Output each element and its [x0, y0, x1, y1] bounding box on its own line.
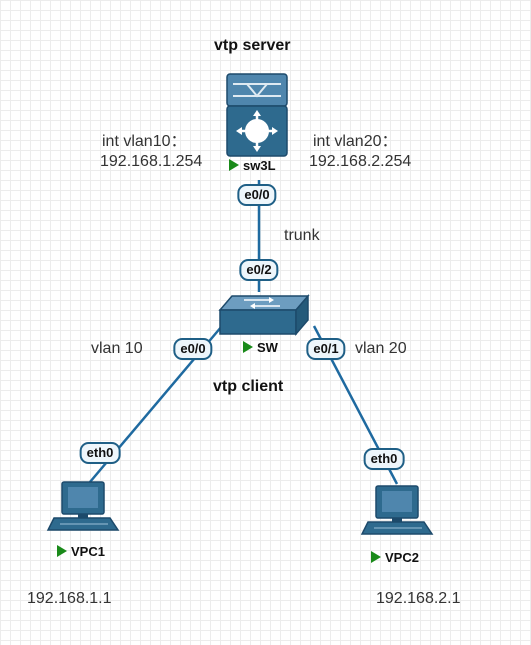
vlan20-label: vlan 20: [355, 340, 407, 357]
port-sw-e0-2[interactable]: e0/2: [239, 259, 279, 281]
port-sw3l-e0-0[interactable]: e0/0: [237, 184, 277, 206]
vtp-server-label: vtp server: [214, 37, 291, 54]
device-sw-name: SW: [257, 340, 278, 355]
port-vpc1-eth0[interactable]: eth0: [79, 442, 121, 464]
port-vpc2-eth0[interactable]: eth0: [363, 448, 405, 470]
running-status-icon: [243, 341, 253, 353]
vtp-client-label: vtp client: [213, 378, 284, 395]
vlan10-interface-label: int vlan10：: [102, 133, 187, 150]
vlan20-ip-label: 192.168.2.254: [309, 153, 412, 170]
vpc1-ip-label: 192.168.1.1: [27, 590, 112, 607]
vlan10-ip-label: 192.168.1.254: [100, 153, 203, 170]
pc-icon[interactable]: [46, 481, 120, 531]
device-sw3l-name: sw3L: [243, 158, 276, 173]
vpc2-ip-label: 192.168.2.1: [376, 590, 461, 607]
port-sw-e0-0[interactable]: e0/0: [173, 338, 213, 360]
device-sw[interactable]: SW: [243, 340, 278, 355]
running-status-icon: [229, 159, 239, 171]
running-status-icon: [371, 551, 381, 563]
port-sw-e0-1[interactable]: e0/1: [306, 338, 346, 360]
device-sw3l[interactable]: sw3L: [229, 158, 276, 173]
vlan10-label: vlan 10: [91, 340, 143, 357]
device-vpc1-name: VPC1: [71, 544, 105, 559]
device-vpc2[interactable]: VPC2: [371, 550, 419, 565]
vlan20-interface-label: int vlan20：: [313, 133, 398, 150]
running-status-icon: [57, 545, 67, 557]
pc-icon[interactable]: [360, 485, 434, 535]
trunk-label: trunk: [284, 227, 320, 244]
device-vpc1[interactable]: VPC1: [57, 544, 105, 559]
layer3-switch-icon[interactable]: [226, 73, 288, 157]
device-vpc2-name: VPC2: [385, 550, 419, 565]
switch-icon[interactable]: [218, 293, 310, 337]
